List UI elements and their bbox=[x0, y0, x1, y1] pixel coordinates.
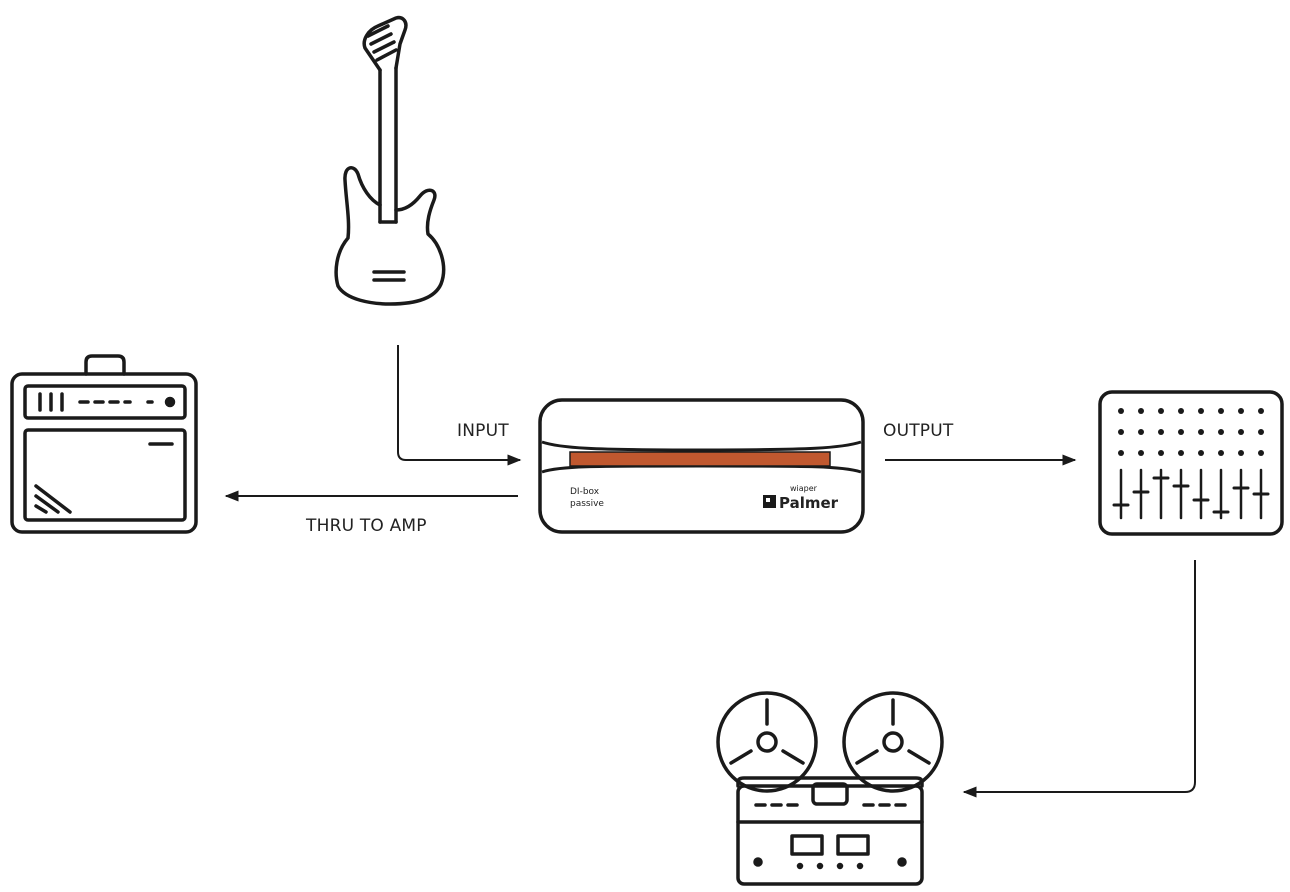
mixer-knob bbox=[1178, 408, 1184, 414]
electric-guitar-icon bbox=[334, 15, 446, 306]
mixer-knob bbox=[1238, 429, 1244, 435]
mixer-knob bbox=[1118, 450, 1124, 456]
mixer-knob bbox=[1218, 429, 1224, 435]
mixer-knob bbox=[1198, 450, 1204, 456]
mixer-knob bbox=[1138, 429, 1144, 435]
mixer-faders bbox=[1112, 468, 1270, 520]
mixer-knob bbox=[1138, 408, 1144, 414]
mixer-knob bbox=[1138, 450, 1144, 456]
di-box-model: wiaper bbox=[790, 484, 818, 493]
mixer-knob bbox=[1158, 450, 1164, 456]
mixing-console-icon bbox=[1098, 390, 1284, 536]
mixer-knob bbox=[1258, 429, 1264, 435]
mixer-knob bbox=[1158, 408, 1164, 414]
input-connector-arrow bbox=[397, 345, 522, 466]
palmer-logo-icon bbox=[763, 495, 776, 508]
mixer-knobs bbox=[1118, 408, 1264, 456]
mixer-knob bbox=[1218, 450, 1224, 456]
output-label: OUTPUT bbox=[883, 421, 954, 441]
mixer-knob bbox=[1238, 408, 1244, 414]
mixer-knob bbox=[1198, 429, 1204, 435]
mixer-knob bbox=[1218, 408, 1224, 414]
mixer-knob bbox=[1118, 429, 1124, 435]
mixer-knob bbox=[1178, 429, 1184, 435]
mixer-knob bbox=[1158, 429, 1164, 435]
di-box-type-line2: passive bbox=[570, 499, 604, 509]
guitar-amplifier-icon bbox=[10, 354, 198, 534]
mixer-knob bbox=[1258, 408, 1264, 414]
di-box-icon: DI-box passive wiaper Palmer bbox=[538, 398, 865, 534]
mixer-knob bbox=[1238, 450, 1244, 456]
mixer-knob bbox=[1118, 408, 1124, 414]
di-box-orange-stripe bbox=[569, 451, 831, 467]
di-box-brand: Palmer bbox=[779, 494, 839, 512]
input-label: INPUT bbox=[457, 421, 509, 441]
thru-to-amp-label: THRU TO AMP bbox=[306, 516, 427, 536]
recorder-connector-arrow bbox=[962, 560, 1196, 798]
reel-to-reel-tape-recorder-icon bbox=[716, 691, 944, 886]
mixer-knob bbox=[1198, 408, 1204, 414]
di-box-type-line1: DI-box bbox=[570, 487, 600, 497]
mixer-knob bbox=[1178, 450, 1184, 456]
mixer-knob bbox=[1258, 450, 1264, 456]
